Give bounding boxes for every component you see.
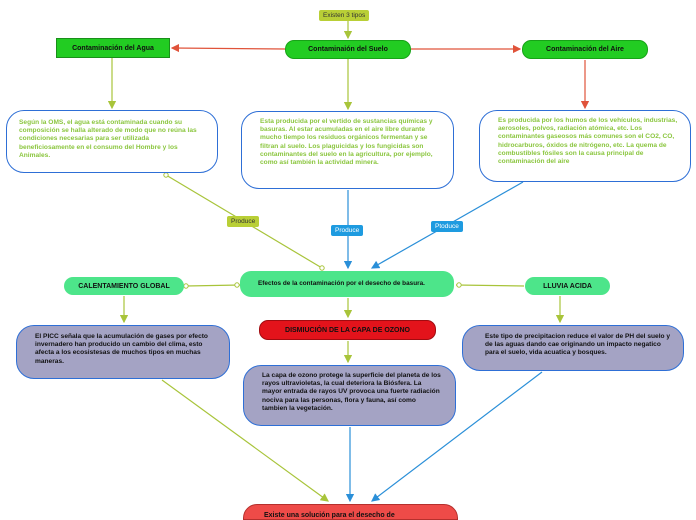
node-contaminacion-agua[interactable]: Contaminación del Agua xyxy=(56,38,170,58)
desc-lluvia: Este tipo de precipitacion reduce el val… xyxy=(462,325,684,371)
desc-ozono: La capa de ozono protege la superficie d… xyxy=(243,365,456,426)
label-produce-right: Ptoduce xyxy=(431,221,463,232)
node-calentamiento-global[interactable]: CALENTAMIENTO GLOBAL xyxy=(64,277,184,295)
line-efectos-calentamiento xyxy=(185,284,241,287)
desc-agua: Según la OMS, el agua está contaminada c… xyxy=(6,110,218,173)
node-lluvia-acida[interactable]: LLUVIA ACIDA xyxy=(525,277,610,295)
node-efectos[interactable]: Efectos de la contaminación por el desec… xyxy=(240,271,454,297)
node-disminucion-ozono[interactable]: DISMIUCIÓN DE LA CAPA DE OZONO xyxy=(259,320,436,340)
desc-calentamiento: El PICC señala que la acumulación de gas… xyxy=(16,325,230,379)
line-efectos-lluvia xyxy=(455,284,525,287)
desc-aire: Es producida por los humos de los vehícu… xyxy=(479,110,691,182)
node-solucion[interactable]: Existe una solución para el desecho de xyxy=(243,504,458,520)
label-produce-mid: Produce xyxy=(331,225,364,236)
desc-suelo: Esta producida por el vertido de sustanc… xyxy=(241,111,454,189)
node-contaminacion-suelo[interactable]: Contaminaión del Suelo xyxy=(285,40,411,59)
node-contaminacion-aire[interactable]: Contaminación del Aire xyxy=(522,40,648,59)
label-produce-left: Produce xyxy=(227,216,260,227)
line-suelo-agua xyxy=(170,43,286,53)
label-existen: Existen 3 tipos xyxy=(319,10,370,21)
